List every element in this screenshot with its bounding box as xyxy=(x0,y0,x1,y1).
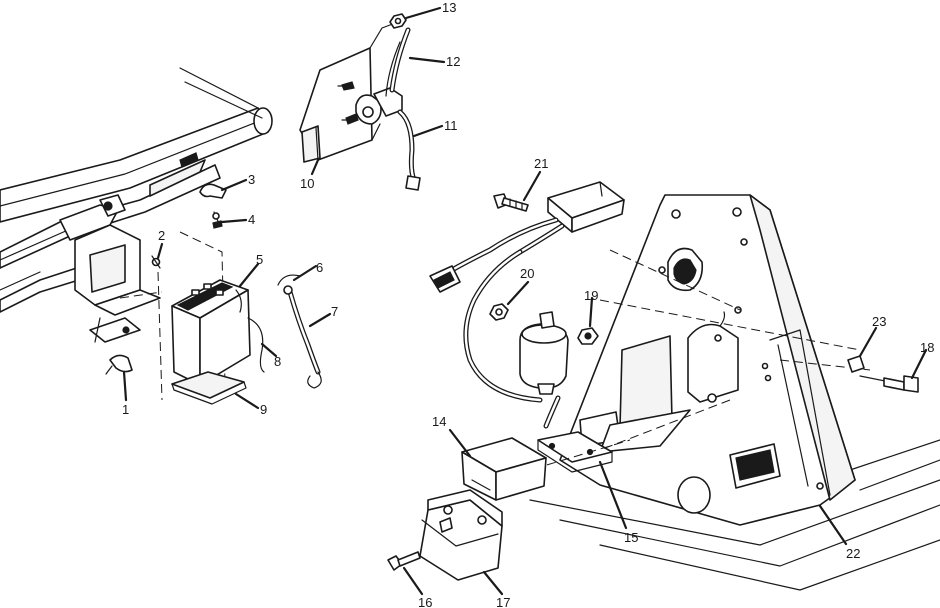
cdi-box xyxy=(547,181,625,233)
lock-washer xyxy=(577,327,599,345)
chassis-frame xyxy=(0,67,273,313)
callout-20: 20 xyxy=(520,266,534,281)
voltage-regulator xyxy=(461,437,547,501)
callout-labels: 1 2 3 4 5 6 7 8 9 10 11 12 13 14 15 16 1… xyxy=(122,0,934,608)
bolt-spacer xyxy=(847,355,865,373)
cover-screw xyxy=(387,551,421,571)
callout-1: 1 xyxy=(122,402,129,417)
coil-nut xyxy=(489,303,509,321)
callout-23: 23 xyxy=(872,314,886,329)
callout-2: 2 xyxy=(158,228,165,243)
mounting-spacer xyxy=(537,431,613,473)
callout-9: 9 xyxy=(260,402,267,417)
callout-14: 14 xyxy=(432,414,446,429)
callout-19: 19 xyxy=(584,288,598,303)
callout-22: 22 xyxy=(846,546,860,561)
bracket-screw xyxy=(151,255,161,269)
callout-6: 6 xyxy=(316,260,323,275)
callout-13: 13 xyxy=(442,0,456,15)
battery-guide-lines xyxy=(119,231,226,401)
callout-7: 7 xyxy=(331,304,338,319)
switch-wiring xyxy=(385,27,421,191)
battery-pad xyxy=(171,371,247,405)
callout-8: 8 xyxy=(274,354,281,369)
callout-11: 11 xyxy=(444,118,458,133)
callout-18: 18 xyxy=(920,340,934,355)
strap-clip xyxy=(105,354,133,375)
callout-10: 10 xyxy=(300,176,314,191)
battery-bracket xyxy=(74,194,161,343)
callout-12: 12 xyxy=(446,54,460,69)
floor-rails xyxy=(529,439,940,591)
electrical-mounting-panel xyxy=(559,194,856,526)
mounting-bolt-21 xyxy=(493,193,529,212)
callout-15: 15 xyxy=(624,530,638,545)
ignition-coil xyxy=(519,311,569,429)
callout-21: 21 xyxy=(534,156,548,171)
regulator-cover xyxy=(419,489,503,581)
callout-17: 17 xyxy=(496,595,510,608)
battery-cable xyxy=(277,274,322,389)
terminal-boot xyxy=(199,183,227,199)
mounting-bolt-18 xyxy=(859,375,919,393)
callout-4: 4 xyxy=(248,212,255,227)
callout-3: 3 xyxy=(248,172,255,187)
switch-mounting-plate xyxy=(299,21,403,163)
callout-leaders xyxy=(122,6,928,596)
battery-vent-tube xyxy=(247,317,265,373)
callout-5: 5 xyxy=(256,252,263,267)
top-nut xyxy=(389,13,407,29)
terminal-bolt xyxy=(212,211,223,229)
callout-16: 16 xyxy=(418,595,432,608)
battery xyxy=(171,279,251,386)
cdi-wiring-harness xyxy=(429,217,565,403)
